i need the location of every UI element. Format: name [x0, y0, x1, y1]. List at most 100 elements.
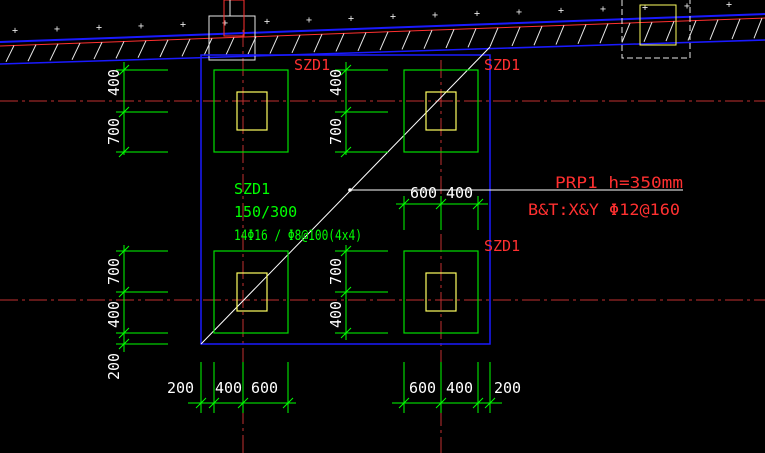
- hatch-tick: [533, 25, 543, 46]
- hatch-tick: [225, 37, 235, 56]
- pile-labels: SZD1 SZD1 SZD1: [294, 56, 520, 255]
- pile-label: SZD1: [484, 56, 520, 74]
- hatch-tick: [753, 17, 763, 39]
- hatch-plus: +: [516, 7, 522, 18]
- hatch-tick: [159, 39, 169, 58]
- hatch-tick: [731, 18, 741, 40]
- hatch-tick: [93, 42, 103, 60]
- dim-text: 200: [494, 379, 521, 397]
- dim-text: 700: [327, 118, 345, 145]
- band-line-red: [0, 17, 765, 47]
- pile-reinf-text: 14Φ16 / Φ8@100(4x4): [234, 228, 362, 244]
- pile-bottom-left: [213, 250, 289, 334]
- hatch-plus: +: [222, 18, 228, 29]
- hatch-tick: [555, 25, 565, 45]
- dim-text: 600: [251, 379, 278, 397]
- hatch-plus: +: [96, 22, 102, 33]
- hatch-plus: +: [180, 19, 186, 30]
- dim-text: 700: [105, 258, 123, 285]
- hatch-tick: [621, 22, 631, 43]
- dim-text: 700: [105, 118, 123, 145]
- pile-size-text: 150/300: [234, 203, 297, 221]
- hatch-plus: +: [474, 9, 480, 20]
- hatch-plus: +: [138, 21, 144, 32]
- pile-bottom-right: [403, 250, 479, 334]
- hatch-tick: [291, 34, 301, 54]
- hatch-tick: [687, 20, 697, 41]
- hatch-plus: +: [264, 16, 270, 27]
- hatch-plus: +: [432, 10, 438, 21]
- hatch-tick: [489, 27, 499, 47]
- hatch-tick: [335, 33, 345, 52]
- hatch-tick: [467, 28, 477, 48]
- hatch-tick: [599, 23, 609, 44]
- column-yellow: [425, 91, 457, 131]
- hatch-plus: +: [12, 26, 18, 37]
- hatch-tick: [401, 30, 411, 50]
- hatch-tick: [709, 19, 719, 40]
- hatch-tick: [577, 24, 587, 45]
- hatch-tick: [203, 38, 213, 56]
- pile-mark-text: SZD1: [234, 180, 270, 198]
- hatch-tick: [181, 38, 191, 57]
- hatch-tick: [313, 34, 323, 53]
- dim-text: 400: [446, 379, 473, 397]
- hatch-tick: [379, 31, 389, 51]
- dim-text: 600: [410, 184, 437, 202]
- diagonal-line: [200, 46, 491, 345]
- dimension-texts: 400 700 400 700 600 400 700 400 200 700 …: [105, 69, 521, 397]
- column-yellow: [236, 272, 268, 312]
- dim-text: 400: [105, 69, 123, 96]
- hatch-plus: +: [348, 13, 354, 24]
- hatch-tick: [357, 32, 367, 51]
- hatch-tick: [71, 42, 81, 60]
- pile-spec: SZD1 150/300 14Φ16 / Φ8@100(4x4): [234, 180, 362, 244]
- hatch-tick: [115, 41, 125, 59]
- dimension-lines: [116, 62, 502, 413]
- hatch-tick: [665, 21, 675, 42]
- dim-text: 400: [105, 301, 123, 328]
- dim-text: 400: [215, 379, 242, 397]
- band-line-blue-2: [0, 39, 765, 65]
- column-yellow: [425, 272, 457, 312]
- dim-text: 700: [327, 258, 345, 285]
- hatch-tick: [49, 43, 59, 61]
- dim-text: 400: [327, 301, 345, 328]
- piles: [213, 69, 479, 334]
- cap-name-text: PRP1 h=350mm: [555, 173, 683, 192]
- hatch-plus: +: [600, 4, 606, 15]
- hatch-plus: +: [390, 12, 396, 23]
- dim-text: 600: [409, 379, 436, 397]
- hatch-tick: [137, 40, 147, 58]
- cap-reinf-text: B&T:X&Y Φ12@160: [528, 200, 680, 219]
- hatch-tick: [511, 26, 521, 47]
- dim-text: 200: [105, 353, 123, 380]
- cap-leader: [348, 188, 683, 192]
- hatch-tick: [643, 21, 653, 42]
- hatch-tick: [269, 35, 279, 54]
- hatch-tick: [423, 29, 433, 49]
- hatch-plus: +: [684, 1, 690, 12]
- cap-spec: PRP1 h=350mm B&T:X&Y Φ12@160: [528, 173, 683, 219]
- top-hatch-band: + + + + + + + + + + + + + + + + + +: [0, 0, 765, 65]
- pile-top-right: [403, 69, 479, 153]
- band-line-blue-1: [0, 13, 765, 43]
- pile-top-left: [213, 69, 289, 153]
- hatch-tick: [27, 44, 37, 62]
- hatch-plus: +: [306, 15, 312, 26]
- column-yellow: [236, 91, 268, 131]
- pile-label: SZD1: [484, 237, 520, 255]
- hatch-plus: +: [558, 6, 564, 17]
- hatch-plus: +: [642, 3, 648, 14]
- hatch-plus: +: [726, 0, 732, 10]
- hatch-tick: [5, 45, 15, 63]
- dim-text: 200: [167, 379, 194, 397]
- top-column-outlines: [208, 0, 691, 61]
- hatch-plus: +: [54, 24, 60, 35]
- pile-cap-outline: [200, 54, 491, 345]
- dim-text: 400: [446, 184, 473, 202]
- pile-label: SZD1: [294, 56, 330, 74]
